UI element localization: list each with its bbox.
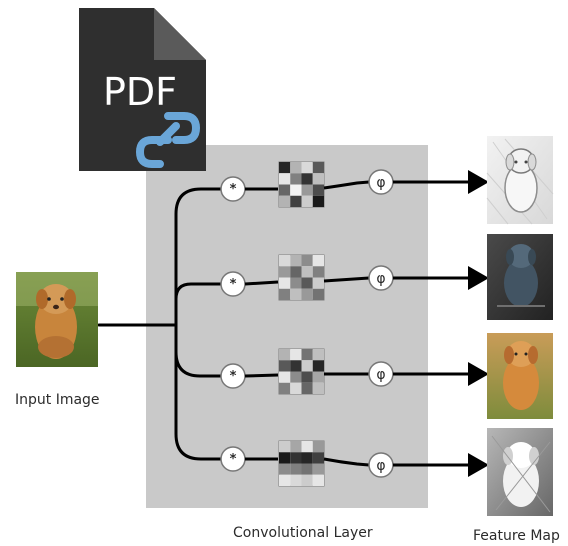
kernel-cell: [301, 266, 313, 278]
kernel-cell: [301, 360, 313, 372]
kernel-cell: [312, 255, 324, 267]
kernel-cell: [279, 173, 291, 185]
kernel-cell: [301, 463, 313, 475]
kernel-cell: [301, 288, 313, 300]
kernel-grid: [278, 161, 325, 208]
feature-map-3: [487, 333, 553, 419]
kernel-cell: [312, 463, 324, 475]
kernel-cell: [279, 184, 291, 196]
kernel-cell: [290, 382, 302, 394]
kernel-cell: [290, 184, 302, 196]
kernel-cell: [279, 463, 291, 475]
activation-symbol: φ: [376, 367, 385, 383]
kernel-cell: [290, 349, 302, 361]
kernel-cell: [279, 371, 291, 383]
kernel-cell: [279, 195, 291, 207]
kernel-cell: [312, 382, 324, 394]
kernel-cell: [301, 162, 313, 174]
pdf-icon: PDF: [79, 8, 206, 171]
link-icon: [135, 112, 201, 168]
kernel-cell: [301, 277, 313, 289]
kernel-cell: [301, 173, 313, 185]
kernel-cell: [279, 288, 291, 300]
kernel-cell: [312, 173, 324, 185]
link-conv-to-kernel: [244, 373, 279, 378]
kernel-grid: [278, 440, 325, 487]
kernel-cell: [279, 255, 291, 267]
convolution-symbol: *: [230, 369, 237, 384]
kernel-cell: [290, 288, 302, 300]
kernel-grid: [278, 254, 325, 301]
kernel-cell: [301, 474, 313, 486]
convolution-symbol: *: [230, 277, 237, 292]
kernel-cell: [301, 255, 313, 267]
kernel-cell: [279, 360, 291, 372]
kernel-cell: [279, 474, 291, 486]
kernel-cell: [290, 463, 302, 475]
kernel-cell: [290, 162, 302, 174]
feature-map-1: [486, 136, 554, 225]
kernel-cell: [290, 255, 302, 267]
branch-4: * φ: [220, 440, 489, 487]
kernel-cell: [301, 184, 313, 196]
kernel-cell: [312, 266, 324, 278]
kernel-cell: [312, 184, 324, 196]
kernel-cell: [312, 195, 324, 207]
branch-3: * φ: [220, 348, 489, 395]
kernel-cell: [290, 360, 302, 372]
kernel-cell: [290, 452, 302, 464]
activation-symbol: φ: [376, 271, 385, 287]
activation-symbol: φ: [376, 458, 385, 474]
kernel-cell: [312, 277, 324, 289]
kernel-cell: [312, 360, 324, 372]
kernel-cell: [290, 474, 302, 486]
kernel-cell: [279, 452, 291, 464]
link-kernel-to-activation: [323, 457, 370, 467]
kernel-cell: [279, 382, 291, 394]
kernel-cell: [312, 452, 324, 464]
feature-map-label: Feature Map: [473, 528, 560, 544]
kernel-cell: [290, 195, 302, 207]
kernel-cell: [312, 288, 324, 300]
kernel-cell: [312, 441, 324, 453]
kernel-cell: [301, 452, 313, 464]
activation-symbol: φ: [376, 175, 385, 191]
convolution-symbol: *: [230, 452, 237, 467]
kernel-cell: [301, 371, 313, 383]
branch-1: * φ: [220, 161, 489, 208]
kernel-cell: [279, 349, 291, 361]
kernel-cell: [279, 266, 291, 278]
kernel-cell: [290, 266, 302, 278]
convolutional-layer-label: Convolutional Layer: [233, 525, 373, 541]
link-conv-to-kernel: [244, 280, 279, 286]
kernel-cell: [290, 277, 302, 289]
kernel-cell: [279, 277, 291, 289]
feature-map-2: [487, 234, 553, 320]
kernel-cell: [312, 371, 324, 383]
kernel-grid: [278, 348, 325, 395]
kernel-cell: [290, 371, 302, 383]
kernel-cell: [279, 162, 291, 174]
link-kernel-to-activation: [323, 180, 370, 190]
kernel-cell: [290, 173, 302, 185]
branch-2: * φ: [220, 254, 489, 301]
kernel-cell: [290, 441, 302, 453]
feature-map-4: [487, 428, 553, 516]
kernel-cell: [301, 349, 313, 361]
kernel-cell: [279, 441, 291, 453]
input-image-label: Input Image: [15, 392, 100, 408]
kernel-cell: [301, 382, 313, 394]
input-image: [16, 272, 98, 367]
kernel-cell: [312, 474, 324, 486]
pdf-text: PDF: [103, 70, 177, 114]
kernel-cell: [312, 349, 324, 361]
convolution-symbol: *: [230, 182, 237, 197]
kernel-cell: [312, 162, 324, 174]
kernel-cell: [301, 441, 313, 453]
branch-connectors: [97, 187, 223, 461]
kernel-cell: [301, 195, 313, 207]
link-kernel-to-activation: [323, 276, 370, 283]
